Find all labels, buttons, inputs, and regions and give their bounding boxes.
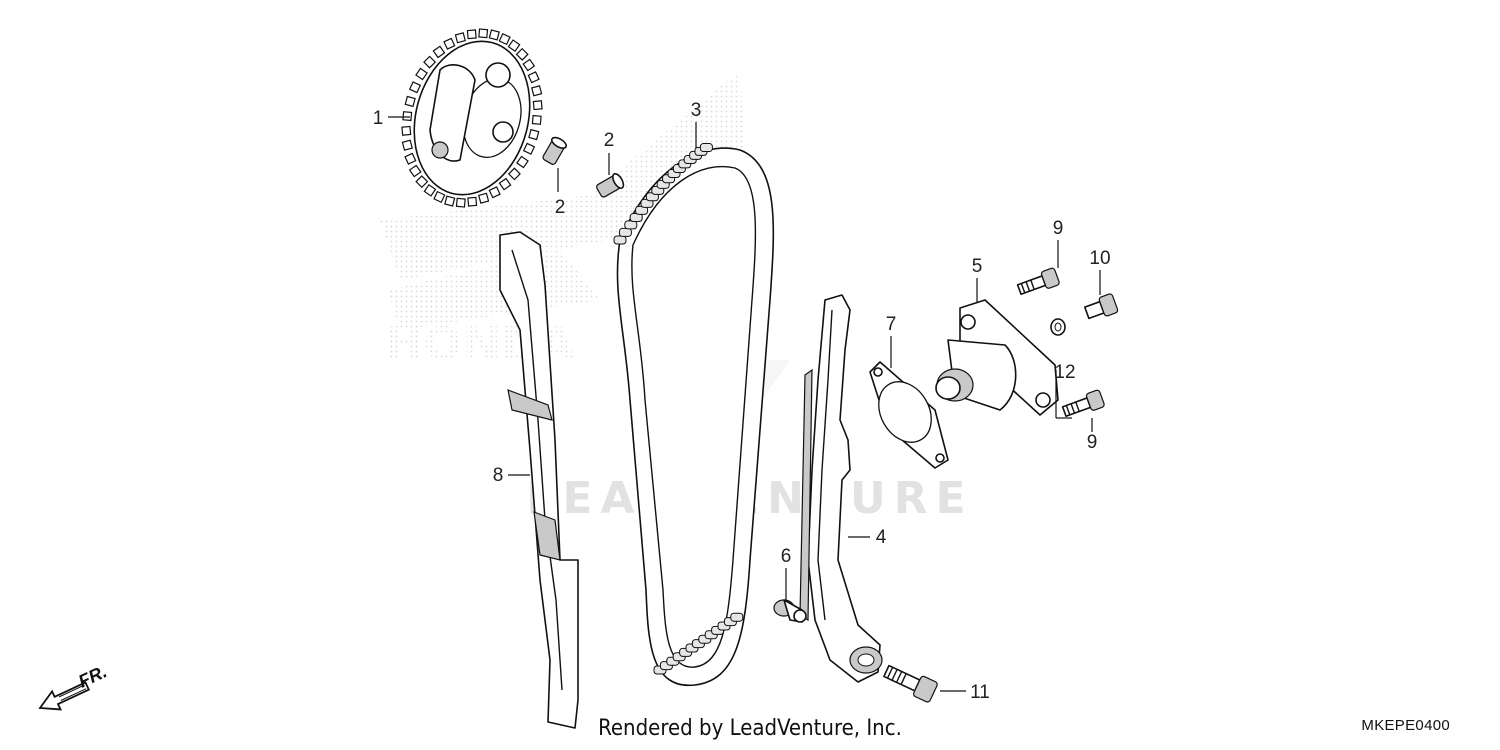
cam-chain-guide[interactable] (799, 294, 883, 683)
callout-7: 7 (886, 314, 897, 335)
callout-11: 11 (970, 682, 990, 703)
tensioner-gasket[interactable] (868, 361, 949, 469)
sprocket-bolt[interactable] (541, 135, 568, 166)
guide-dowel-pin[interactable] (773, 599, 807, 623)
callout-12: 12 (1054, 362, 1075, 383)
chain-link (613, 235, 627, 245)
diagram-code: MKEPE0400 (1361, 717, 1450, 734)
callout-2: 2 (604, 130, 615, 151)
lifter-bolt-upper[interactable] (1016, 267, 1060, 298)
callout-5: 5 (972, 256, 983, 277)
cam-chain-tensioner-arm[interactable] (499, 231, 579, 729)
leader-lines (388, 116, 1101, 692)
chain-link (699, 143, 713, 153)
chain-link (618, 227, 632, 237)
callout-9: 9 (1087, 432, 1098, 453)
front-direction-indicator: FR. (38, 661, 110, 711)
lifter-bolt-lower[interactable] (1061, 389, 1105, 420)
callout-10: 10 (1089, 248, 1110, 269)
guide-pivot-bolt[interactable] (882, 661, 938, 703)
callout-6: 6 (781, 546, 792, 567)
cam-sprocket[interactable] (398, 28, 547, 208)
cam-chain[interactable] (613, 143, 775, 687)
arrow-front-icon (38, 681, 91, 711)
sprocket-bolt[interactable] (595, 172, 626, 199)
cam-chain-tensioner-lifter[interactable] (935, 299, 1059, 416)
chain-link (624, 220, 638, 230)
callout-1: 1 (373, 108, 384, 129)
callout-4: 4 (876, 527, 887, 548)
rendered-by-footer: Rendered by LeadVenture, Inc. (598, 716, 902, 741)
callout-9: 9 (1053, 218, 1064, 239)
chain-link (730, 612, 744, 622)
callout-3: 3 (691, 100, 702, 121)
callout-2: 2 (555, 197, 566, 218)
callout-8: 8 (493, 465, 504, 486)
sealing-bolt[interactable] (1083, 293, 1119, 322)
sealing-washer[interactable] (1050, 318, 1066, 336)
